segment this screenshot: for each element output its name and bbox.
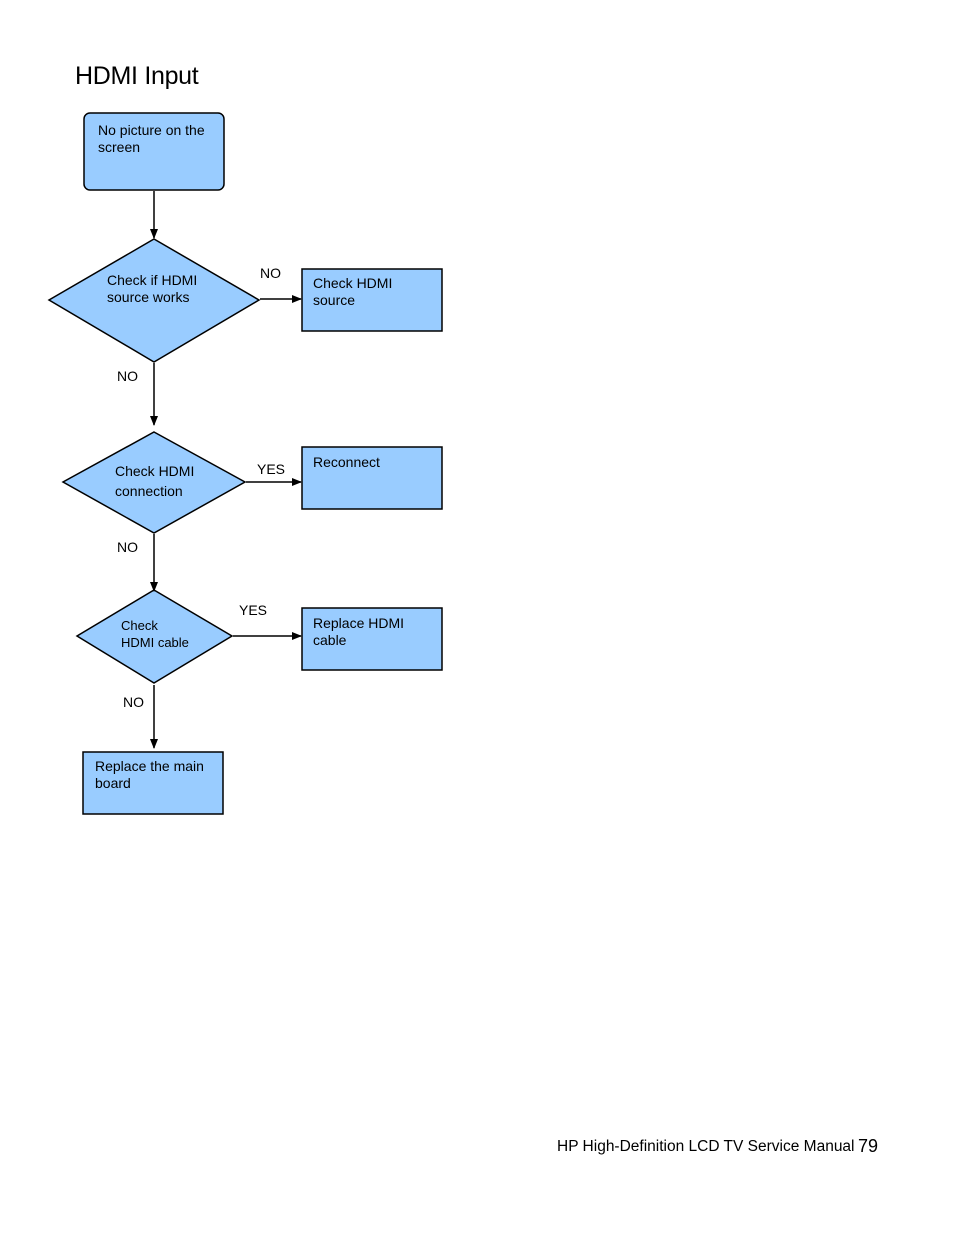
- replace-board-box: [82, 751, 224, 815]
- check-hdmi-source-label: Check HDMI source: [313, 275, 393, 308]
- replace-board-label: Replace the main board: [95, 758, 204, 791]
- check-source-decision: [47, 238, 261, 363]
- start-box: [83, 112, 225, 191]
- page-title: HDMI Input: [75, 62, 199, 90]
- check-hdmi-source-box: [301, 268, 443, 332]
- page-number: 79: [858, 1136, 879, 1156]
- reconnect-label: Reconnect: [313, 454, 380, 470]
- check-cable-label: Check HDMI cable: [121, 618, 189, 650]
- edge-label-connection-down: NO: [117, 539, 138, 555]
- check-cable-decision: [75, 589, 234, 684]
- check-connection-label: Check HDMI connection: [115, 463, 195, 499]
- start-box-label: No picture on the screen: [98, 122, 205, 155]
- replace-cable-box: [301, 607, 443, 671]
- replace-cable-label: Replace HDMI cable: [313, 615, 405, 648]
- edge-label-source-right: NO: [260, 265, 281, 281]
- reconnect-box: [301, 446, 443, 510]
- edge-label-cable-right: YES: [239, 602, 268, 618]
- check-connection-decision: [61, 431, 247, 534]
- footer-manual-title: HP High-Definition LCD TV Service Manual: [557, 1138, 855, 1155]
- edge-label-connection-right: YES: [257, 461, 286, 477]
- edge-label-source-down: NO: [117, 368, 138, 384]
- edge-label-cable-down: NO: [123, 694, 144, 710]
- check-source-label: Check if HDMI source works: [107, 272, 198, 305]
